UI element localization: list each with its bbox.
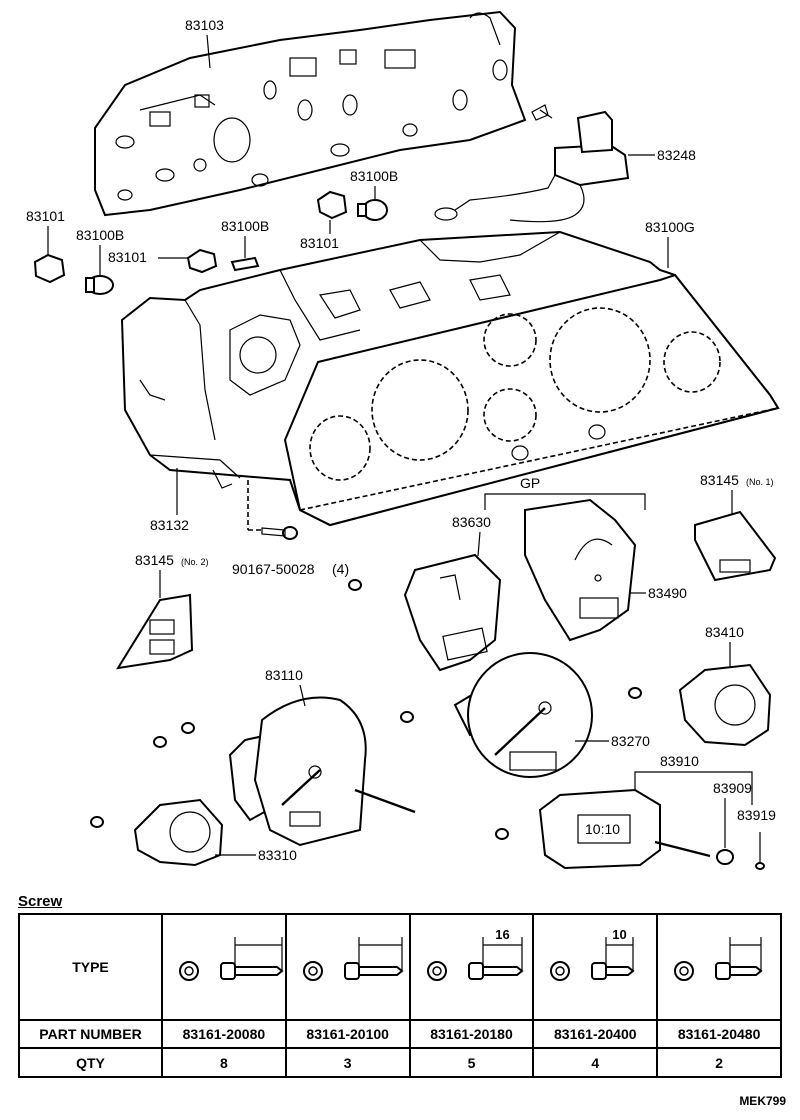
circuit-plate-83145-no1 (694, 510, 777, 582)
dimension-marker (729, 937, 762, 971)
qty-cell: 5 (408, 1047, 535, 1078)
dimension-label: 16 (495, 927, 509, 942)
callout-83145-no1: 83145 (700, 472, 739, 488)
screw-type-illustration (674, 937, 763, 981)
screw-section: Screw TYPE 16 10 PART NUMBER 83161-20080… (18, 893, 782, 1078)
type-row: TYPE 16 10 (18, 913, 782, 1021)
sensor-83248 (434, 104, 630, 223)
screw-side-view (343, 962, 404, 980)
qty-cell: 8 (161, 1047, 287, 1078)
screw-table: TYPE 16 10 PART NUMBER 83161-20080 83161… (18, 913, 782, 1078)
screw-type-illustration: 10 (550, 927, 635, 981)
part-number-cell: 83161-20180 (408, 1019, 535, 1049)
screw-type-cell: 16 (408, 913, 535, 1021)
screw-side-view (220, 962, 284, 980)
exploded-parts-diagram: 83103 83248 83101 83100B 83101 83100B 83… (26, 10, 780, 870)
socket-83101-center (316, 190, 348, 220)
socket-83101-left (33, 253, 66, 284)
callout-83101-left: 83101 (26, 208, 65, 224)
gauge-83310 (133, 798, 224, 867)
clock-display: 10:10 (585, 821, 620, 837)
callout-83310: 83310 (258, 847, 297, 863)
part-number-row-label: PART NUMBER (18, 1019, 163, 1049)
qty-row: QTY 8 3 5 4 2 (18, 1047, 782, 1078)
callout-83103: 83103 (185, 17, 224, 33)
printed-circuit-board-83103 (94, 10, 527, 217)
qty-cell: 3 (284, 1047, 411, 1078)
dimension-marker: 16 (481, 927, 523, 971)
gauge-83490 (524, 498, 637, 642)
screw-side-view (715, 962, 763, 980)
screw-table-title: Screw (18, 893, 63, 910)
dimension-marker (234, 937, 283, 971)
clock-knob-83909 (716, 849, 734, 865)
screw-type-illustration: 16 (426, 927, 524, 981)
diagram-code: MEK799 (739, 1094, 786, 1108)
screw-type-illustration (302, 937, 404, 981)
callout-83145-no2: 83145 (135, 552, 174, 568)
part-number-cell: 83161-20400 (532, 1019, 659, 1049)
bulb-83100B-top (357, 199, 388, 221)
callout-90167-50028: 90167-50028 (232, 561, 315, 577)
screw-type-cell (161, 913, 287, 1021)
screw-side-view (591, 962, 635, 980)
type-row-label: TYPE (18, 913, 163, 1021)
screw-side-view (467, 962, 524, 980)
callout-83410: 83410 (705, 624, 744, 640)
circuit-plate-83145-no2 (116, 593, 194, 670)
socket-83101-mid (186, 248, 218, 274)
screw-head-top-view (179, 961, 199, 981)
callout-83101-mid: 83101 (108, 249, 147, 265)
screw-type-illustration (179, 937, 284, 981)
part-number-cell: 83161-20100 (284, 1019, 411, 1049)
screw-head-top-view (426, 961, 447, 981)
screw-head-top-view (550, 961, 571, 981)
gauge-83410 (678, 663, 772, 747)
qty-cell: 2 (656, 1047, 782, 1078)
callout-83100B-top: 83100B (350, 168, 398, 184)
callout-83919: 83919 (737, 807, 776, 823)
callout-83910: 83910 (660, 753, 699, 769)
clock-screw-83919 (755, 832, 765, 870)
dimension-label: 10 (613, 927, 627, 942)
screw-head-top-view (302, 961, 323, 981)
callout-83100G: 83100G (645, 219, 695, 235)
meter-glass-83100G (283, 273, 780, 527)
callout-gp: GP (520, 475, 540, 491)
loose-screws (90, 579, 642, 840)
screw-type-cell (656, 913, 782, 1021)
bulb-83100B-left (85, 275, 114, 295)
dimension-marker: 10 (605, 927, 634, 971)
callout-83145-no1-suffix: (No. 1) (746, 477, 774, 487)
callout-83100B-mid: 83100B (221, 218, 269, 234)
screw-type-cell (284, 913, 411, 1021)
part-number-cell: 83161-20080 (161, 1019, 287, 1049)
qty-cell: 4 (532, 1047, 659, 1078)
screw-head-top-view (674, 961, 695, 981)
bulb-83100B-mid (230, 256, 260, 272)
qty-row-label: QTY (18, 1047, 163, 1078)
part-number-cell: 83161-20480 (656, 1019, 782, 1049)
callout-83132: 83132 (150, 517, 189, 533)
callout-83145-no2-suffix: (No. 2) (181, 557, 209, 567)
part-number-row: PART NUMBER 83161-20080 83161-20100 8316… (18, 1019, 782, 1049)
callout-90167-qty: (4) (332, 561, 349, 577)
callout-83100B-left: 83100B (76, 227, 124, 243)
gauge-83630 (403, 553, 502, 672)
callout-83270: 83270 (611, 733, 650, 749)
dimension-marker (358, 937, 403, 971)
screw-type-cell: 10 (532, 913, 659, 1021)
clock-83910: 10:10 (538, 788, 711, 870)
callout-83490: 83490 (648, 585, 687, 601)
speedometer-83110 (228, 696, 416, 847)
callout-83630: 83630 (452, 514, 491, 530)
callout-83909: 83909 (713, 780, 752, 796)
screw-90167-50028 (247, 480, 298, 540)
callout-83101-center: 83101 (300, 235, 339, 251)
callout-83110: 83110 (265, 667, 303, 683)
callout-83248: 83248 (657, 147, 696, 163)
tachometer-83270 (453, 652, 593, 778)
